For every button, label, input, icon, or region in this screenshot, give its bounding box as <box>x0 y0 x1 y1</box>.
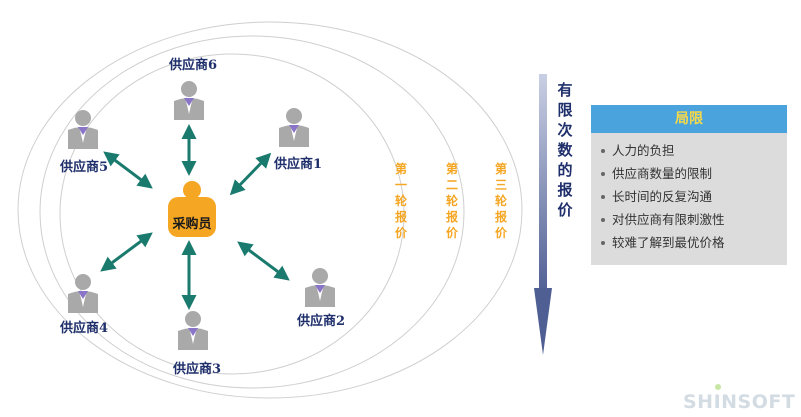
round-label-3: 第 三 轮 报 价 <box>495 161 508 240</box>
limitation-item: 较难了解到最优价格 <box>601 231 787 254</box>
supplier-label-1: 供应商1 <box>273 156 322 172</box>
round-ellipse-2 <box>39 35 465 389</box>
limitation-item: 长时间的反复沟通 <box>601 185 787 208</box>
side-label-char: 次 <box>557 121 572 139</box>
arrow-supplier-4 <box>100 232 153 272</box>
supplier-label-4: 供应商4 <box>59 320 108 336</box>
arrow-supplier-1 <box>229 152 272 196</box>
round-label-1: 第 一 轮 报 价 <box>395 161 408 240</box>
round-ellipses <box>17 21 523 399</box>
limitations-list: 人力的负担 供应商数量的限制 长时间的反复沟通 对供应商有限刺激性 较难了解到最… <box>591 133 787 254</box>
limitation-item: 人力的负担 <box>601 139 787 162</box>
supplier-figure-1 <box>279 108 309 147</box>
side-label-char: 有 <box>557 81 572 99</box>
side-arrow <box>534 74 552 355</box>
round-label-1-char: 报 <box>395 209 407 224</box>
limitation-item: 供应商数量的限制 <box>601 162 787 185</box>
round-label-2: 第 二 轮 报 价 <box>446 161 459 240</box>
buyer-figure: 采购员 <box>168 181 216 237</box>
round-ellipse-3 <box>17 21 523 399</box>
round-label-3-char: 报 <box>495 209 507 224</box>
bullet-icon <box>601 217 605 222</box>
side-label-char: 价 <box>557 201 573 219</box>
round-label-3-char: 三 <box>495 178 507 192</box>
round-label-1-char: 轮 <box>395 193 408 208</box>
side-label-char: 报 <box>557 181 572 199</box>
limitation-text: 较难了解到最优价格 <box>612 235 725 250</box>
side-label-char: 限 <box>557 101 572 119</box>
connection-arrows <box>100 124 290 310</box>
round-label-2-char: 价 <box>446 226 459 240</box>
limitations-title: 局限 <box>591 105 787 133</box>
limitations-panel: 局限 人力的负担 供应商数量的限制 长时间的反复沟通 对供应商有限刺激性 较难了… <box>591 105 787 265</box>
limitation-text: 供应商数量的限制 <box>612 166 713 181</box>
bullet-icon <box>601 194 605 199</box>
round-label-3-char: 第 <box>495 161 507 176</box>
supplier-figure-5 <box>68 110 98 149</box>
side-label: 有 限 次 数 的 报 价 <box>557 81 573 219</box>
round-label-1-char: 第 <box>395 161 407 176</box>
limitation-text: 人力的负担 <box>612 143 675 158</box>
side-label-char: 数 <box>557 141 573 159</box>
round-label-3-char: 轮 <box>495 193 508 208</box>
round-label-2-char: 轮 <box>446 193 459 208</box>
watermark-logo: SHINSOFT <box>683 391 796 413</box>
round-ellipse-1 <box>59 53 405 375</box>
limitation-text: 长时间的反复沟通 <box>612 189 713 204</box>
arrow-supplier-5 <box>103 151 153 189</box>
supplier-figure-4 <box>68 274 98 313</box>
supplier-figure-6 <box>174 81 204 120</box>
supplier-label-2: 供应商2 <box>296 313 345 329</box>
round-label-1-char: 一 <box>395 178 407 192</box>
round-label-2-char: 第 <box>446 161 458 176</box>
bullet-icon <box>601 148 605 153</box>
limitation-text: 对供应商有限刺激性 <box>612 212 725 227</box>
round-label-3-char: 价 <box>495 226 508 240</box>
supplier-figure-2 <box>305 268 335 307</box>
round-label-1-char: 价 <box>395 226 408 240</box>
round-label-2-char: 二 <box>446 178 458 192</box>
supplier-label-3: 供应商3 <box>172 361 221 377</box>
supplier-label-6: 供应商6 <box>168 57 217 73</box>
supplier-label-5: 供应商5 <box>59 159 108 175</box>
buyer-label: 采购员 <box>171 216 211 232</box>
limitation-item: 对供应商有限刺激性 <box>601 208 787 231</box>
supplier-figure-3 <box>178 311 208 350</box>
bullet-icon <box>601 171 605 176</box>
watermark-dot-icon <box>715 384 721 390</box>
arrow-supplier-2 <box>237 241 290 281</box>
bullet-icon <box>601 240 605 245</box>
round-label-2-char: 报 <box>446 209 458 224</box>
side-label-char: 的 <box>557 161 572 179</box>
